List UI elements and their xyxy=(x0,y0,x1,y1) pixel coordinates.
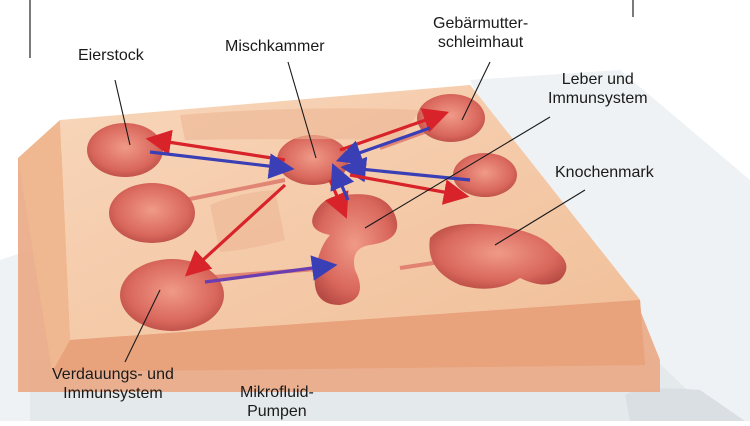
leader-gut xyxy=(124,289,161,363)
label-pumps: Mikrofluid- Pumpen xyxy=(240,383,314,421)
leader-endometrium xyxy=(461,61,491,121)
label-liver-line1: Leber und xyxy=(561,71,634,88)
label-pumps-line1: Mikrofluid- xyxy=(240,384,314,401)
chamber-liver xyxy=(453,153,517,197)
arrow-serpentine-to-mix xyxy=(330,163,355,201)
leader-liver xyxy=(364,116,551,229)
arrow-endometrium-to-mix xyxy=(335,126,431,165)
label-liver: Leber und Immunsystem xyxy=(548,70,648,108)
arrow-mix-to-liver xyxy=(349,173,470,205)
arrow-liver-to-mix xyxy=(340,156,471,183)
label-mixing-chamber: Mischkammer xyxy=(225,38,325,55)
label-gut-line2: Immunsystem xyxy=(63,385,163,402)
arrow-ovary-to-mix xyxy=(149,150,295,179)
flow-arrows xyxy=(145,108,471,284)
arrow-mix-to-ovary xyxy=(145,129,286,162)
label-liver-line2: Immunsystem xyxy=(548,90,648,107)
leader-lines xyxy=(114,61,586,363)
leader-bone-marrow xyxy=(494,189,586,246)
leader-mixing xyxy=(287,61,317,159)
leader-ovary xyxy=(114,79,131,146)
arrow-gut-to-serpentine xyxy=(204,255,338,284)
chamber-empty xyxy=(109,183,195,243)
chamber-gut xyxy=(120,259,224,331)
label-ovary: Eierstock xyxy=(78,47,144,64)
label-pumps-line2: Pumpen xyxy=(247,403,307,420)
label-bone-marrow: Knochenmark xyxy=(555,164,654,181)
label-endometrium-line1: Gebärmutter- xyxy=(433,15,529,32)
arrow-mix-to-gut xyxy=(184,183,287,277)
label-endometrium: Gebärmutter- schleimhaut xyxy=(433,14,528,52)
label-endometrium-line2: schleimhaut xyxy=(437,34,524,51)
label-gut-line1: Verdauungs- und xyxy=(52,366,174,383)
chamber-ovary xyxy=(87,123,163,177)
chamber-bone-marrow xyxy=(429,223,567,289)
label-gut: Verdauungs- und Immunsystem xyxy=(52,365,174,403)
